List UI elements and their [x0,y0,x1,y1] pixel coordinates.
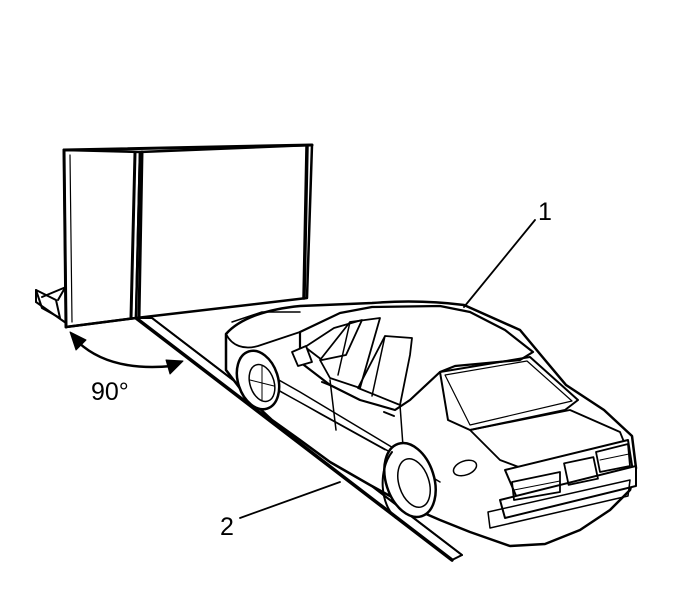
panel-support-bracket [36,286,66,323]
leader-line-2 [240,482,340,518]
callout-label-2: 2 [220,513,234,541]
angle-arc [70,332,183,374]
leader-line-1 [464,220,535,307]
vehicle [226,302,636,546]
backboard [64,145,312,327]
rear-wheel [375,436,444,523]
callout-label-1: 1 [538,198,552,226]
front-wheel [230,345,287,414]
angle-label: 90° [91,378,129,406]
